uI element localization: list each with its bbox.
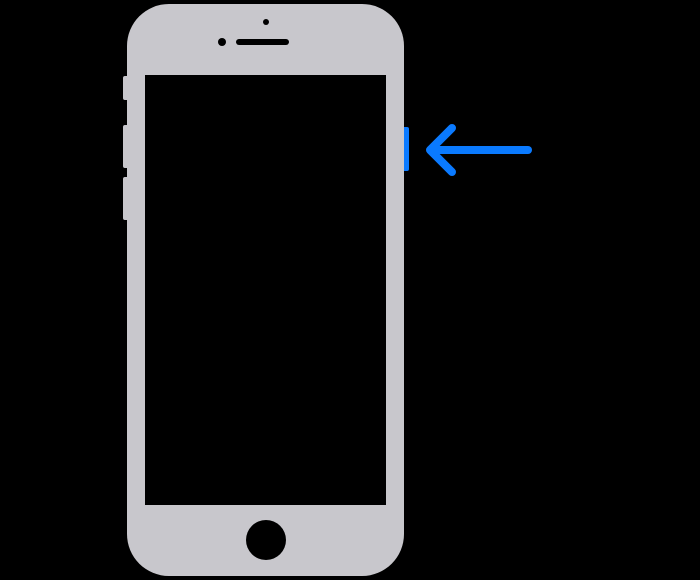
arrow-left-icon xyxy=(426,124,532,176)
proximity-sensor-icon xyxy=(263,19,269,25)
home-button-icon xyxy=(246,520,286,560)
earpiece-speaker-icon xyxy=(236,39,289,45)
phone-screen xyxy=(145,75,386,505)
front-camera-icon xyxy=(218,38,226,46)
